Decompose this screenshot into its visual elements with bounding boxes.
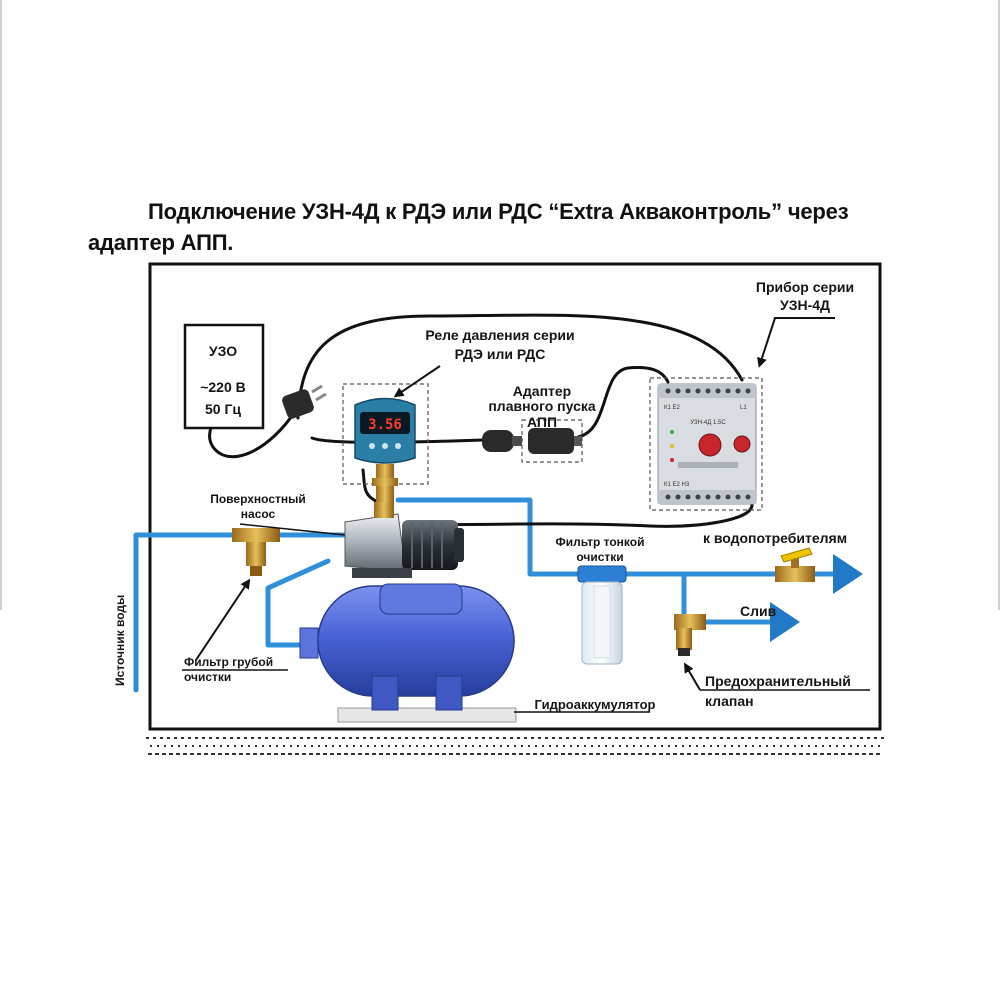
relay-label-line-1: Реле давления серии — [425, 327, 574, 343]
coarse-filter-label-line-2: очистки — [184, 670, 231, 684]
pump-label-line-2: насос — [241, 507, 276, 521]
adapter-label-line-3: АПП — [527, 414, 557, 430]
title-line-2: адаптер АПП. — [88, 230, 234, 255]
safety-valve-label-line-2: клапан — [705, 693, 754, 709]
pump-pointer — [239, 523, 346, 536]
safety-valve-pointer — [683, 662, 701, 691]
adapter-dashed-frame — [521, 419, 583, 463]
diagram-frame — [148, 262, 882, 731]
relay-display: 3.56 — [368, 417, 402, 433]
device-label-line-2: УЗН-4Д — [780, 297, 830, 313]
water-source-label: Источник воды — [113, 595, 127, 686]
pressure-relay-icon: 3.56 — [354, 397, 416, 504]
left-edge-line — [0, 0, 2, 610]
accumulator-label: Гидроаккумулятор — [535, 697, 656, 712]
right-edge-line — [998, 0, 1000, 610]
ball-valve-icon — [775, 547, 815, 582]
safety-valve-label-line-1: Предохранительный — [705, 673, 851, 689]
relay-down-cable — [361, 468, 380, 504]
device-pointer — [757, 317, 835, 368]
pump-label-line-1: Поверхностный — [210, 492, 306, 506]
surface-pump-icon — [344, 502, 464, 578]
device-terminal-left-bottom: К1 Е2 Н3 — [664, 482, 690, 488]
device-panel-title: УЗН-4Д 1.5С — [690, 420, 726, 426]
coarse-filter-icon — [232, 528, 280, 576]
diagram-title: Подключение УЗН-4Д к РДЭ или РДС “Extra … — [88, 196, 968, 258]
device-dashed-frame — [649, 377, 763, 511]
coarse-filter-label-line-1: Фильтр грубой — [184, 655, 273, 669]
uzo-box — [183, 323, 265, 430]
title-line-1: Подключение УЗН-4Д к РДЭ или РДС “Extra … — [148, 199, 849, 224]
relay-to-device-cable — [296, 313, 744, 420]
adapter-label-line-1: Адаптер — [513, 383, 571, 399]
accumulator-base — [337, 707, 517, 723]
fine-filter-label-line-2: очистки — [576, 550, 623, 564]
fine-filter-label-line-1: Фильтр тонкой — [556, 535, 645, 549]
consumers-label: к водопотребителям — [703, 530, 847, 546]
pump-outlet-pipe — [395, 497, 581, 577]
adapter-label-line-2: плавного пуска — [488, 398, 596, 414]
coarse-filter-pointer — [195, 578, 251, 661]
uzo-frequency: 50 Гц — [205, 401, 241, 417]
fine-filter-icon — [577, 565, 627, 665]
drain-label: Слив — [740, 603, 777, 619]
device-label-line-1: Прибор серии — [756, 279, 854, 295]
uzo-voltage: ~220 В — [200, 379, 246, 395]
ground-hatch — [146, 737, 884, 755]
accumulator-tank-icon — [299, 583, 515, 711]
power-plug-icon — [282, 384, 327, 419]
uzo-label: УЗО — [209, 343, 237, 359]
safety-valve-icon — [674, 614, 706, 656]
relay-label-line-2: РДЭ или РДС — [455, 346, 546, 362]
relay-pointer — [393, 365, 441, 398]
device-terminal-right: L1 — [740, 405, 747, 411]
device-knob-right-icon — [733, 435, 751, 453]
adapter-to-device-cable — [576, 366, 670, 439]
device-to-pump-cable — [413, 503, 754, 528]
uzn-device-icon: К1 Е2 L1 УЗН-4Д 1.5С К1 Е2 Н3 — [657, 383, 757, 505]
device-terminal-left: К1 Е2 — [664, 405, 681, 411]
pump-to-tank-pipe — [265, 558, 331, 648]
source-pipe — [133, 532, 235, 693]
soft-start-adapter-icon — [482, 428, 582, 454]
device-knob-left-icon — [698, 433, 722, 457]
